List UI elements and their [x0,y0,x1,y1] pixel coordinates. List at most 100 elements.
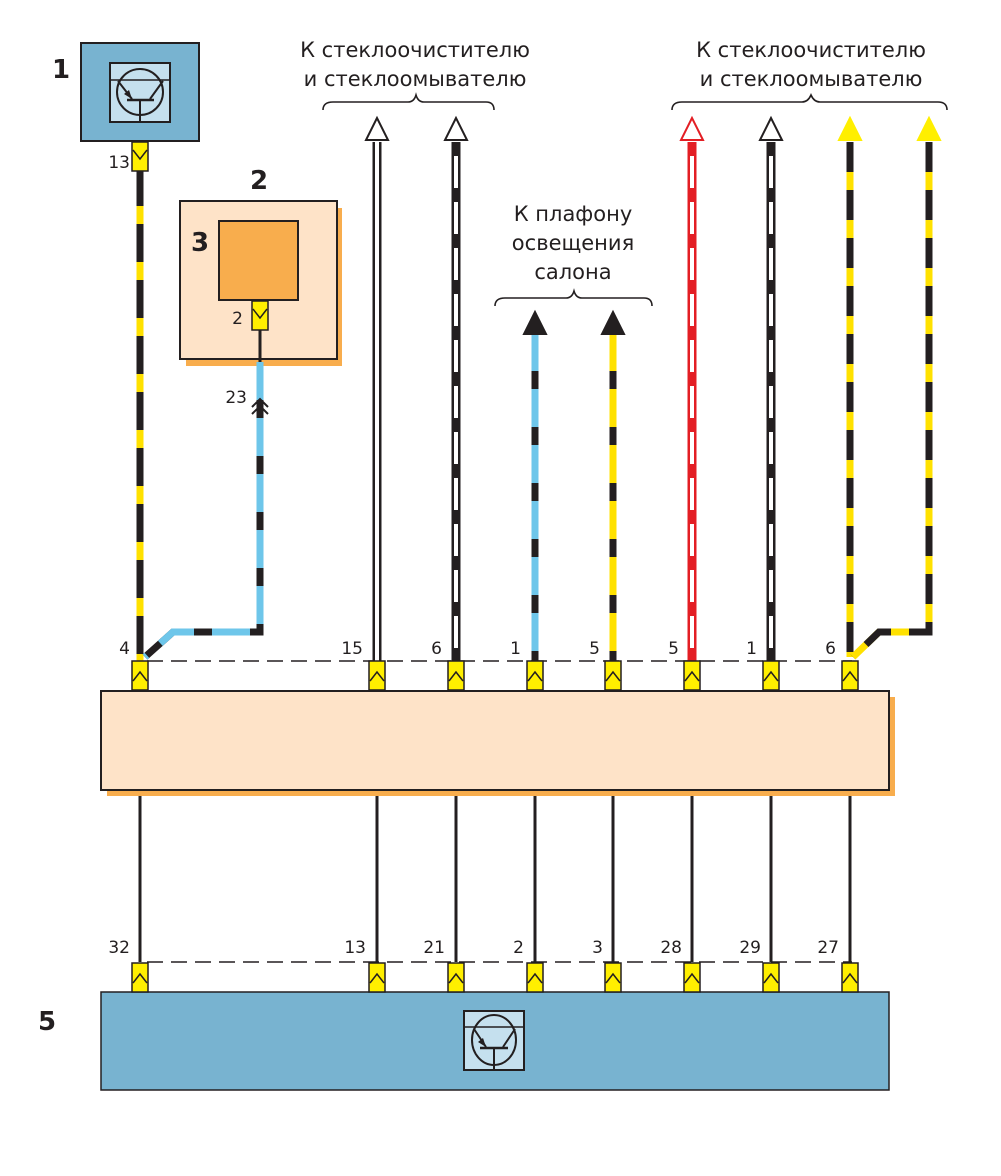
pin-label-comp1: 13 [108,153,130,173]
ecu-pin-label: 27 [817,938,839,958]
connector-terminal-ecu [526,962,544,993]
chevron-up-icon [684,670,700,682]
wire-stripe [850,142,933,660]
arrow-hollow-red-icon [679,115,705,141]
connector-terminal-ecu [683,962,701,993]
arrow-solid-yellow-icon [837,115,863,141]
pin-label-comp3: 2 [232,309,243,329]
brace [322,92,495,111]
connector-terminal-block [604,660,622,691]
terminal-body [683,962,701,993]
ecu-pin-labels: 32 13 21 2 3 28 29 27 [108,938,839,958]
wire-base [850,142,933,660]
brace [494,288,653,307]
terminal-body [841,660,859,691]
connector-terminal-ecu [447,962,465,993]
chevron-up-icon [132,972,148,984]
connector-terminal-ecu [762,962,780,993]
chevron-up-icon [842,972,858,984]
component-1-module[interactable] [80,42,200,142]
transistor-icon [109,62,171,123]
connector-terminal-ecu [841,962,859,993]
block-pin-label: 15 [341,639,363,659]
component-4-block[interactable] [100,690,895,796]
chevron-up-icon [448,670,464,682]
wire-comp3-to-block-pin4 [142,362,264,660]
wire-arrows [364,115,942,335]
brace [671,92,948,111]
terminal-body [251,300,269,331]
terminal-body [762,962,780,993]
ecu-pin-label: 3 [592,938,603,958]
component-3-number: 3 [191,228,209,258]
inline-connector-icon [251,397,269,415]
component-5-control-unit[interactable] [100,991,890,1091]
component-3-switch[interactable] [218,220,299,301]
block-pin-label: 1 [746,639,757,659]
chevron-up-icon [763,670,779,682]
connector-terminals [131,141,859,993]
arrow-solid-yellow-icon [916,115,942,141]
terminal-body [604,962,622,993]
connector-terminal-block [526,660,544,691]
wire-stripe [142,362,264,660]
chevron-up-icon [369,972,385,984]
block-pin-label: 1 [510,639,521,659]
transistor-icon [463,1010,525,1071]
connector-terminal-block [841,660,859,691]
chevron-up-icon [527,670,543,682]
destination-wiper-left: К стеклоочистителю и стеклоомывателю [300,38,530,111]
chevron-up-icon [527,972,543,984]
arrow-hollow-black-icon [364,115,390,141]
chevron-up-icon [684,972,700,984]
chevron-up-icon [132,670,148,682]
chevron-up-icon [605,972,621,984]
connector-terminal-comp1 [131,141,149,172]
pin-label-inline: 23 [225,388,247,408]
chevron-down-icon [132,149,148,161]
connector-terminal-block [447,660,465,691]
block-pin-label: 6 [431,639,442,659]
terminal-body [526,962,544,993]
chevron-up-icon [842,670,858,682]
terminal-body [368,660,386,691]
terminal-body [841,962,859,993]
component-2-number: 2 [250,166,268,196]
terminal-body [762,660,780,691]
connector-terminal-ecu [131,962,149,993]
caption-line: салона [534,260,611,284]
block-to-ecu-wires [138,796,852,962]
destination-ceiling-light: К плафону освещения салона [494,202,653,307]
caption-line: К стеклоочистителю [696,38,926,62]
connector-terminal-ecu [604,962,622,993]
component-1-number: 1 [52,55,70,85]
block-pin-label: 5 [668,639,679,659]
terminal-body [447,962,465,993]
terminal-body [368,962,386,993]
block-pin-label: 5 [589,639,600,659]
terminal-body [526,660,544,691]
caption-line: освещения [512,231,634,255]
component-5-number: 5 [38,1007,56,1037]
block-pin-labels: 4 15 6 1 5 5 1 6 [119,639,836,659]
wire-block-pin6-to-wiper-b [850,142,933,660]
connector-terminal-block [131,660,149,691]
caption-line: и стеклоомывателю [304,67,527,91]
ecu-pin-label: 21 [423,938,445,958]
arrow-hollow-black-icon [758,115,784,141]
connector-terminal-comp3 [251,300,269,331]
ecu-pin-label: 28 [660,938,682,958]
arrow-solid-black-icon [600,309,626,335]
terminal-body [131,660,149,691]
chevron-up-icon [369,670,385,682]
connector-terminal-ecu [368,962,386,993]
chevron-up-icon [448,972,464,984]
terminal-body [131,962,149,993]
caption-line: и стеклоомывателю [700,67,923,91]
connector-terminal-block [762,660,780,691]
chevron-down-icon [252,308,268,320]
chevron-up-icon [605,670,621,682]
ecu-pin-label: 32 [108,938,130,958]
destination-wiper-right: К стеклоочистителю и стеклоомывателю [671,38,948,111]
